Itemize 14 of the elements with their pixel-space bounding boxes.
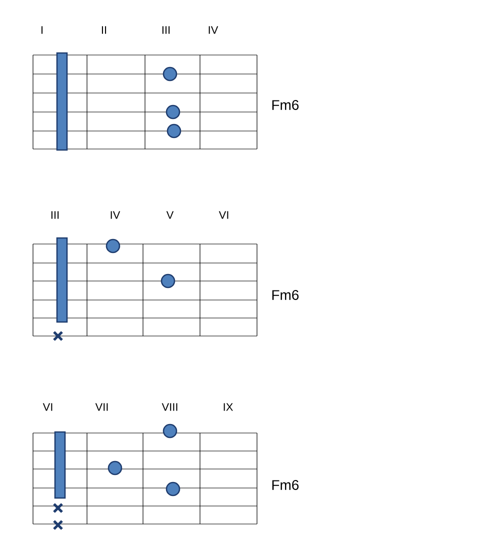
chord-name: Fm6: [272, 100, 299, 110]
fret-number: IV: [110, 211, 120, 219]
fret-number: V: [166, 211, 174, 219]
fret-number: III: [162, 26, 170, 34]
fret-number: IX: [224, 403, 233, 411]
fret-number: VI: [42, 403, 52, 411]
fret-number: VIII: [162, 403, 178, 411]
fret-number: VII: [95, 403, 108, 411]
fret-number: VI: [218, 211, 228, 219]
fret-number: III: [51, 211, 59, 219]
chord-name: Fm6: [272, 480, 299, 490]
fret-number: IV: [208, 26, 218, 34]
chord-name: Fm6: [272, 290, 299, 300]
fret-number: II: [102, 26, 106, 34]
